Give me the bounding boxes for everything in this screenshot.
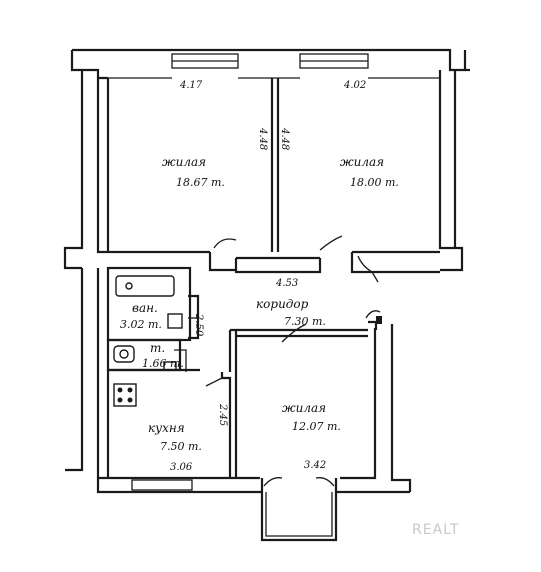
room-area-toilet: 1.66 m. — [142, 357, 184, 370]
dim-bath-depth: 2.50 — [193, 313, 204, 337]
room-labels: жилая 18.67 m. жилая 18.00 m. ван. 3.02 … — [120, 155, 399, 453]
room-area-living-bottom: 12.07 m. — [292, 420, 341, 433]
room-name-living-right: жилая — [340, 155, 384, 169]
top-windows — [108, 53, 440, 79]
dim-kitchen-depth: 2.45 — [217, 403, 228, 426]
dim-right-room-depth: 4.48 — [279, 127, 290, 150]
room-name-toilet: т. — [150, 341, 165, 355]
upper-rooms — [106, 78, 440, 283]
bath-toilet-block — [106, 266, 200, 372]
room-name-corridor: коридор — [256, 297, 309, 311]
dim-corridor-width: 4.53 — [275, 278, 298, 289]
dim-bottom-room-width: 3.42 — [304, 460, 326, 471]
room-area-bath: 3.02 m. — [120, 318, 162, 331]
outer-walls — [63, 48, 470, 494]
room-name-living-left: жилая — [162, 155, 206, 169]
room-name-living-bottom: жилая — [282, 401, 326, 415]
dim-kitchen-width: 3.06 — [170, 462, 193, 473]
room-area-living-right: 18.00 m. — [350, 176, 399, 189]
dim-left-room-depth: 4.48 — [257, 127, 268, 150]
dimension-labels: 4.17 4.02 4.48 4.48 4.53 2.50 2.45 3.06 … — [170, 80, 366, 473]
room-area-kitchen: 7.50 m. — [160, 440, 202, 453]
watermark-logo: REALT — [412, 522, 460, 538]
corridor-lower-room — [236, 310, 382, 542]
room-area-living-left: 18.67 m. — [176, 176, 225, 189]
room-name-bath: ван. — [132, 301, 158, 315]
room-area-corridor: 7.30 m. — [284, 315, 326, 328]
room-name-kitchen: кухня — [148, 421, 185, 435]
dim-top-left-width: 4.17 — [179, 80, 203, 91]
dim-top-right-width: 4.02 — [343, 80, 366, 91]
